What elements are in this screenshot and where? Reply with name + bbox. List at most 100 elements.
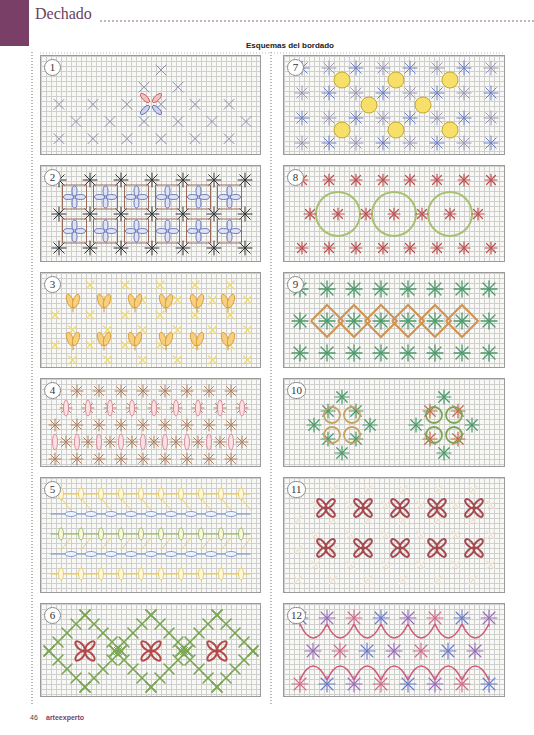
pattern-panel: 11 [283,477,505,593]
stitch [348,347,360,359]
embroidery-chart [284,166,504,261]
stitch [294,576,302,584]
stitch [352,176,361,185]
petal-stitch [219,195,229,200]
petal-stitch [196,232,201,242]
arc-stitch [408,666,435,680]
petal-stitch [464,547,475,558]
pattern-number: 8 [287,169,304,186]
stitch [191,281,199,289]
stitch [227,455,236,464]
stitch [205,421,214,430]
stitch [467,420,478,431]
stitch [183,421,192,430]
stitch [321,315,333,327]
petal-stitch [200,195,210,200]
stitch [432,88,443,99]
stitch [71,117,81,127]
petal-stitch [165,198,170,208]
stitch [227,455,236,464]
stitch [446,210,455,219]
stitch [337,392,348,403]
stitch [460,244,469,253]
stitch [51,311,59,319]
petal-stitch [151,104,163,116]
stitch [190,99,200,109]
stitch [297,88,308,99]
embroidery-chart [41,604,260,696]
stitch [432,138,443,149]
stitch [298,244,307,253]
stitch [156,311,164,319]
stitch [85,209,96,220]
stitch [347,501,355,509]
stitch [88,134,98,144]
petal-stitch [362,507,373,518]
arc-stitch [327,624,354,638]
stitch [116,175,127,186]
stitch [297,88,308,99]
petal-stitch [85,552,97,557]
stitch [147,243,158,254]
stitch [227,421,236,430]
arc-stitch [354,624,381,638]
stitch [439,392,450,403]
stitch [212,610,222,620]
stitch [62,438,71,447]
stitch [399,576,407,584]
stitch [487,561,495,569]
stitch [205,421,214,430]
stitch [147,243,158,254]
stitch [351,113,362,124]
arc-stitch [435,666,462,680]
petal-stitch [134,198,139,208]
stitch [352,244,361,253]
stitch [139,356,147,364]
stitch [334,645,346,657]
stitch [487,501,495,509]
stitch [216,438,225,447]
petal-stitch [196,186,201,196]
petal-stitch [71,331,81,346]
stitch [85,209,96,220]
stitch [86,311,94,319]
stitch [309,420,320,431]
petal-stitch [65,512,77,517]
pattern-panel: 2 [40,165,261,262]
stitch [459,88,470,99]
pattern-number: 7 [287,59,304,76]
stitch [306,210,315,219]
square-stitch [63,185,87,209]
stitch [173,82,183,92]
stitch [197,307,198,312]
stitch [439,392,450,403]
stitch [80,610,90,620]
stitch [402,347,414,359]
stitch [146,610,156,620]
stitch [173,82,183,92]
petal-stitch [72,198,77,208]
stitch [174,356,182,364]
embroidery-chart [284,604,504,696]
stitch [244,296,252,304]
stitch [116,209,127,220]
stitch [324,138,335,149]
stitch [121,311,129,319]
stitch [86,341,94,349]
petal-stitch [179,568,184,580]
column-rule [270,52,271,706]
stitch [365,420,376,431]
petal-stitch [133,331,143,346]
stitch [382,561,390,569]
stitch [405,113,416,124]
petal-stitch [75,434,80,450]
stitch [459,63,470,74]
stitch [452,531,460,539]
stitch [128,438,137,447]
stitch [51,455,60,464]
stitch [307,645,319,657]
petal-stitch [126,229,136,234]
petal-stitch [185,434,190,450]
stitch [224,99,234,109]
